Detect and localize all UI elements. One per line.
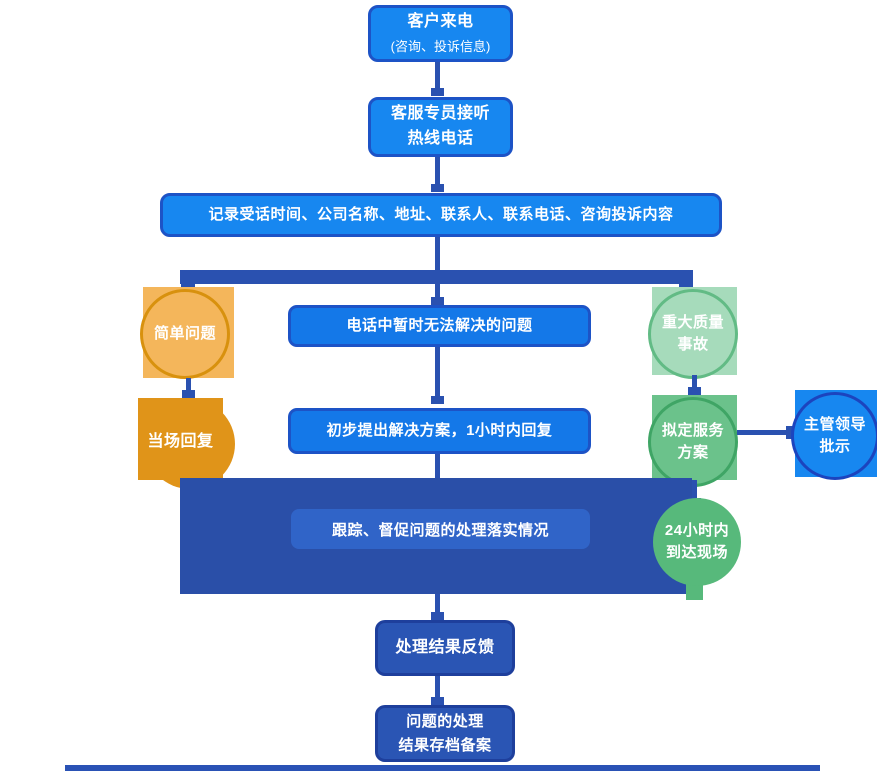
arrowhead-right-icon	[786, 426, 794, 439]
connector-line	[435, 594, 440, 614]
node-onsite-24h: 24小时内 到达现场	[653, 498, 741, 586]
node-simple-issue: 简单问题	[140, 289, 230, 379]
node-customer-call-subtitle: (咨询、投诉信息)	[390, 38, 491, 54]
node-track-progress-label: 跟踪、督促问题的处理落实情况	[331, 521, 549, 539]
arrowhead-down-icon	[182, 390, 195, 398]
node-onspot-reply: 当场回复	[138, 398, 223, 480]
connector-line	[435, 62, 440, 90]
connector-line	[692, 480, 697, 502]
bottom-bar	[65, 765, 820, 771]
connector-line	[435, 347, 440, 397]
connector-line	[435, 676, 440, 698]
arrowhead-down-icon	[688, 387, 701, 395]
node-track-progress: 跟踪、督促问题的处理落实情况	[291, 509, 590, 549]
node-leader-approval: 主管领导 批示	[791, 392, 877, 480]
node-simple-issue-label: 简单问题	[153, 324, 216, 342]
connector-line	[692, 375, 697, 388]
arrowhead-down-icon	[431, 697, 444, 705]
node-service-plan-label: 拟定服务 方案	[661, 421, 724, 462]
arrowhead-down-icon	[431, 396, 444, 404]
node-archive-result-label: 问题的处理 结果存档备案	[398, 713, 492, 754]
node-archive-result: 问题的处理 结果存档备案	[375, 705, 515, 762]
node-major-accident: 重大质量 事故	[648, 289, 738, 379]
connector-line	[737, 430, 787, 435]
node-service-plan: 拟定服务 方案	[648, 397, 738, 487]
node-leader-approval-label: 主管领导 批示	[803, 415, 866, 456]
node-onspot-reply-label: 当场回复	[147, 433, 214, 450]
node-result-feedback: 处理结果反馈	[375, 620, 515, 676]
node-record-info: 记录受话时间、公司名称、地址、联系人、联系电话、咨询投诉内容	[160, 193, 722, 237]
arrowhead-down-icon	[431, 612, 444, 620]
node-unsolved-issue-label: 电话中暂时无法解决的问题	[346, 317, 533, 335]
branch-bar	[180, 270, 693, 284]
node-customer-call-title: 客户来电	[407, 13, 474, 31]
node-agent-answer: 客服专员接听 热线电话	[368, 97, 513, 157]
connector-line	[435, 284, 440, 298]
node-result-feedback-label: 处理结果反馈	[395, 638, 495, 656]
node-agent-answer-label: 客服专员接听 热线电话	[390, 105, 490, 147]
node-customer-call: 客户来电 (咨询、投诉信息)	[368, 5, 513, 62]
node-propose-solution-label: 初步提出解决方案，1小时内回复	[326, 422, 553, 440]
arrowhead-down-icon	[431, 184, 444, 192]
connector-line	[186, 378, 191, 392]
connector-line	[435, 237, 440, 272]
node-unsolved-issue: 电话中暂时无法解决的问题	[288, 305, 591, 347]
arrowhead-down-icon	[431, 297, 444, 305]
connector-line	[435, 454, 440, 478]
node-propose-solution: 初步提出解决方案，1小时内回复	[288, 408, 591, 454]
connector-line	[435, 157, 440, 185]
node-onsite-24h-label: 24小时内 到达现场	[664, 521, 730, 562]
node-record-info-label: 记录受话时间、公司名称、地址、联系人、联系电话、咨询投诉内容	[208, 206, 674, 224]
node-major-accident-label: 重大质量 事故	[661, 313, 724, 354]
arrowhead-down-icon	[431, 88, 444, 96]
